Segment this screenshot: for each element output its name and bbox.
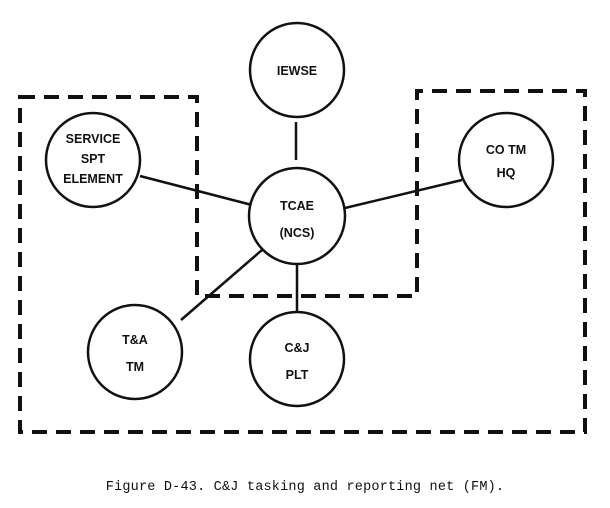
node-ta-tm-label-2: TM [126,360,144,374]
node-co-tm-hq: CO TM HQ [457,111,555,209]
node-service-spt-label-1: SERVICE [66,132,121,146]
node-cj-plt: C&J PLT [248,310,346,408]
node-ta-tm: T&A TM [86,303,184,401]
node-iewse-label-1: IEWSE [277,64,317,78]
link-tcae-service-spt [139,174,253,207]
node-service-spt-label-2: SPT [81,152,106,166]
node-co-tm-label-1: CO TM [486,143,526,157]
figure-caption: Figure D-43. C&J tasking and reporting n… [105,480,505,495]
node-tcae: TCAE (NCS) [247,166,347,266]
node-cj-plt-label-1: C&J [284,341,309,355]
node-service-spt-label-3: ELEMENT [63,172,123,186]
node-co-tm-label-2: HQ [497,166,516,180]
node-cj-plt-label-2: PLT [286,368,309,382]
dashed-boundary-left [18,89,587,434]
node-tcae-label-1: TCAE [280,199,314,213]
node-iewse: IEWSE [248,21,346,119]
node-ta-tm-label-1: T&A [122,333,148,347]
node-tcae-label-2: (NCS) [280,226,315,240]
link-tcae-co-tm [344,178,463,210]
node-service-spt-element: SERVICE SPT ELEMENT [44,111,142,209]
link-tcae-ta-tm [180,249,263,321]
